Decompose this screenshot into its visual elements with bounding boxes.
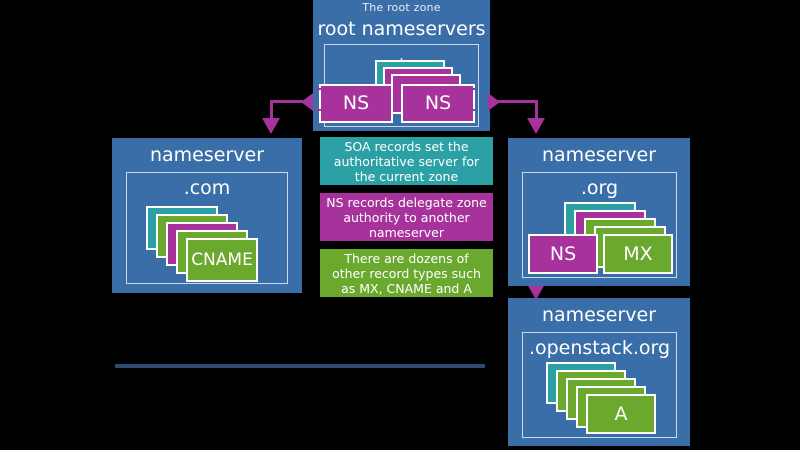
openstack-zone-name: .openstack.org [528, 337, 671, 359]
connector-horizontal-right [498, 100, 538, 103]
org-zone-inner-box: .org [522, 172, 677, 278]
legend-text: There are dozens of other record types s… [332, 250, 481, 296]
record-label: A [614, 402, 628, 425]
record-card-cname: CNAME [186, 238, 258, 282]
connector-arrowhead-org [527, 118, 545, 134]
record-card-mx: MX [603, 234, 673, 274]
record-card-ns: NS [528, 234, 598, 274]
connector-bracket-right [466, 88, 475, 111]
record-label: NS [549, 242, 577, 265]
record-card-a: A [586, 394, 656, 434]
connector-arrow-tail-right [488, 93, 500, 111]
com-zone-title: nameserver [149, 144, 265, 166]
record-card-ns-right: NS [401, 84, 475, 123]
record-card-ns-left: NS [319, 84, 393, 123]
openstack-zone-inner-box: .openstack.org [522, 332, 677, 438]
com-zone-name: .com [183, 177, 231, 199]
zone-panel-root: The root zone root nameservers . NS NS [313, 0, 490, 131]
horizontal-divider [115, 364, 485, 368]
root-zone-title: root nameservers [317, 18, 486, 40]
record-label: NS [342, 92, 370, 114]
root-zone-caption: The root zone [362, 1, 441, 14]
record-label: CNAME [191, 249, 253, 270]
connector-arrowhead-openstack [527, 284, 545, 300]
connector-vertical-left [270, 100, 273, 120]
openstack-zone-title: nameserver [541, 304, 657, 326]
zone-panel-com: nameserver .com CNAME [112, 138, 302, 293]
record-label: NS [424, 92, 452, 114]
zone-panel-openstack: nameserver .openstack.org A [508, 298, 690, 446]
connector-horizontal-left [270, 100, 303, 103]
connector-bracket-left [316, 88, 325, 111]
root-zone-name: . [399, 48, 404, 64]
legend-text: NS records delegate zone authority to an… [326, 194, 487, 240]
legend-item-other: There are dozens of other record types s… [320, 249, 493, 297]
legend-text: SOA records set the authoritative server… [333, 138, 480, 184]
legend-item-soa: SOA records set the authoritative server… [320, 137, 493, 185]
zone-panel-org: nameserver .org NS MX [508, 138, 690, 286]
org-zone-title: nameserver [541, 144, 657, 166]
record-label: MX [623, 242, 653, 265]
connector-vertical-right [535, 100, 538, 120]
com-zone-inner-box: .com [126, 172, 288, 284]
legend-item-ns: NS records delegate zone authority to an… [320, 193, 493, 241]
org-zone-name: .org [580, 177, 619, 199]
connector-arrow-tail-left [301, 93, 313, 111]
connector-arrowhead-com [262, 118, 280, 134]
